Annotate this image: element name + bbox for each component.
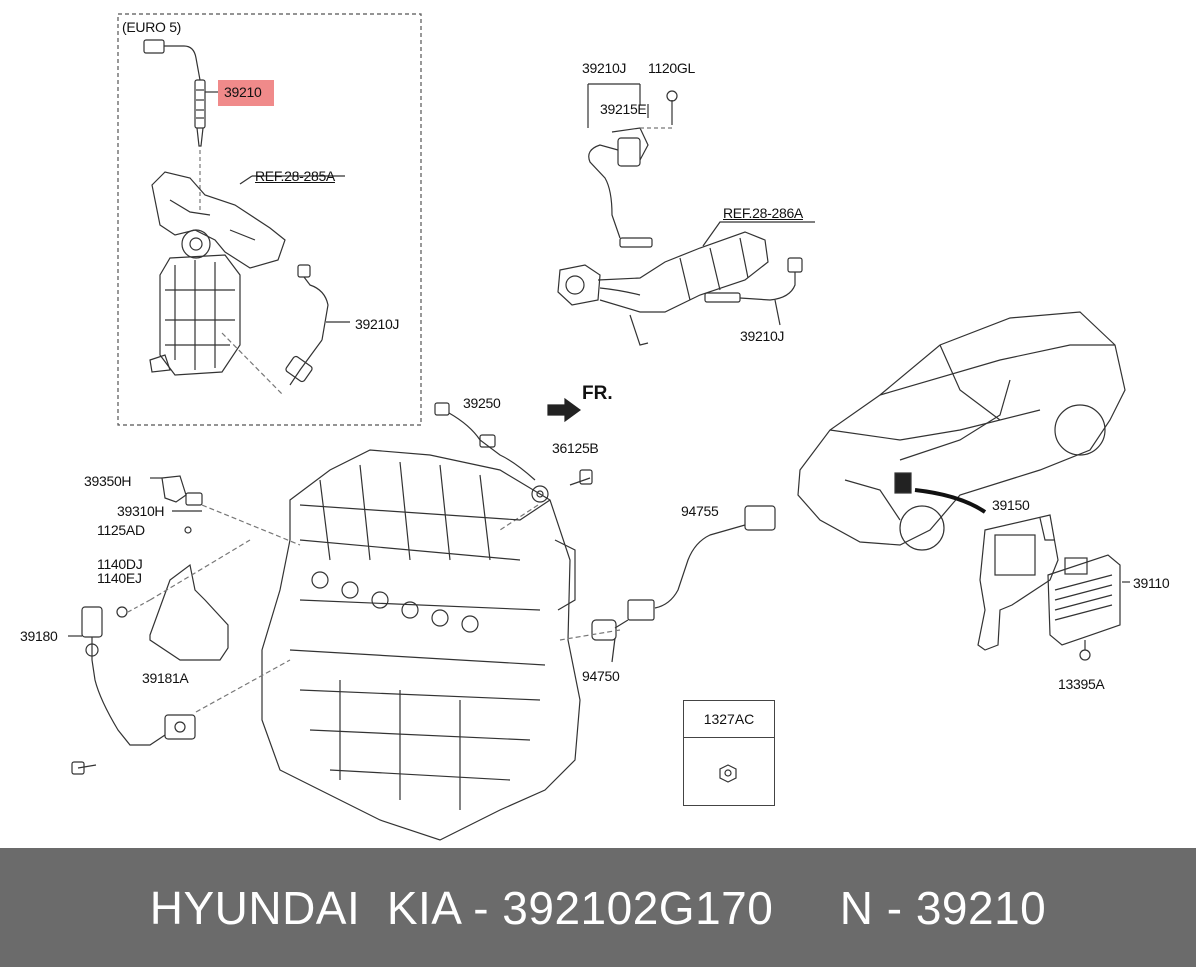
exhaust-manifold-icon	[149, 171, 345, 396]
part-label-39181a[interactable]: 39181A	[142, 670, 189, 686]
part-label-39215e[interactable]: 39215E	[600, 101, 647, 117]
oxygen-sensor-39210j-right-icon	[704, 257, 803, 326]
oil-pressure-switch-icon	[559, 505, 776, 663]
timing-cover-icon	[116, 539, 251, 661]
part-label-36125b[interactable]: 36125B	[552, 440, 599, 456]
part-label-1125ad[interactable]: 1125AD	[97, 522, 145, 538]
part-label-1140dj[interactable]: 1140DJ	[97, 556, 143, 572]
ecu-bracket-icon	[977, 514, 1059, 651]
part-label-1327ac[interactable]: 1327AC	[684, 701, 774, 738]
ref-label-28-286a[interactable]: REF.28-286A	[723, 205, 803, 221]
highlight-box	[218, 80, 274, 106]
oxygen-sensor-39210j-top-icon	[587, 83, 678, 248]
part-label-39310h[interactable]: 39310H	[117, 503, 165, 519]
part-label-39210j-left[interactable]: 39210J	[355, 316, 400, 332]
part-box-1327ac: 1327AC	[683, 700, 775, 806]
front-direction-label: FR.	[582, 383, 613, 404]
part-label-39250[interactable]: 39250	[463, 395, 501, 411]
diagram-drawing	[68, 13, 1130, 841]
part-label-39110[interactable]: 39110	[1133, 575, 1170, 591]
part-label-39210[interactable]: 39210	[224, 84, 262, 100]
part-label-1140ej[interactable]: 1140EJ	[97, 570, 142, 586]
catalytic-converter-icon	[557, 221, 815, 346]
oxygen-sensor-39210-icon	[143, 39, 218, 210]
part-label-13395a[interactable]: 13395A	[1058, 676, 1105, 692]
footer-part-number: HYUNDAI KIA - 392102G170 N - 39210	[149, 881, 1047, 934]
part-label-39210j-top[interactable]: 39210J	[582, 60, 627, 76]
engine-block-icon	[261, 449, 581, 841]
part-label-94750[interactable]: 94750	[582, 668, 620, 684]
parts-diagram: (EURO 5) 39210 REF.28-285A 39210J 39210J…	[20, 13, 1170, 841]
part-label-39150[interactable]: 39150	[992, 497, 1030, 513]
nut-1327ac-icon	[719, 764, 737, 783]
front-arrow-icon	[547, 397, 582, 423]
car-icon	[797, 311, 1126, 551]
knock-sensor-39250-icon	[434, 402, 593, 531]
part-label-39350h[interactable]: 39350H	[84, 473, 132, 489]
ref-label-28-285a[interactable]: REF.28-285A	[255, 168, 335, 184]
crank-sensor-39180-icon	[68, 606, 291, 775]
part-label-39180[interactable]: 39180	[20, 628, 58, 644]
part-label-94755[interactable]: 94755	[681, 503, 719, 519]
part-label-39210j-right[interactable]: 39210J	[740, 328, 785, 344]
euro5-box	[117, 13, 422, 426]
euro5-label: (EURO 5)	[122, 19, 182, 35]
footer-bar: HYUNDAI KIA - 392102G170 N - 39210	[0, 848, 1196, 967]
cam-position-sensor-icon	[150, 475, 301, 546]
ecu-module-icon	[1047, 554, 1130, 661]
oxygen-sensor-39210j-left-icon	[285, 264, 350, 386]
part-label-1120gl[interactable]: 1120GL	[648, 60, 695, 76]
